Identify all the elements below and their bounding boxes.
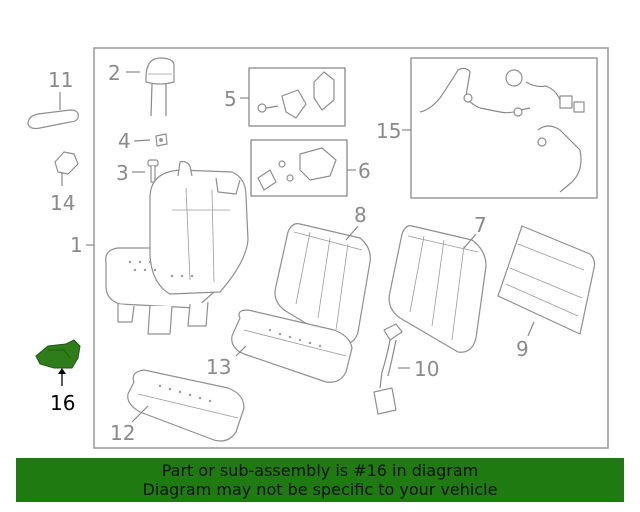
callout-14: 14 <box>50 191 75 215</box>
callout-6: 6 <box>358 159 371 183</box>
callout-10: 10 <box>414 357 439 381</box>
part-14-cap[interactable] <box>54 151 79 175</box>
part-9-back-board[interactable] <box>497 225 596 335</box>
part-2-headrest[interactable] <box>145 57 175 117</box>
leader-7 <box>463 233 477 249</box>
part-7-seatback[interactable] <box>388 225 487 353</box>
part-10-seat-belt[interactable] <box>373 323 403 415</box>
callout-8: 8 <box>354 203 367 227</box>
info-banner: Part or sub-assembly is #16 in diagram D… <box>16 458 624 502</box>
part-6-bracket-set[interactable] <box>257 147 337 191</box>
banner-line-1: Part or sub-assembly is #16 in diagram <box>161 461 479 480</box>
part-4-guide[interactable] <box>155 133 168 147</box>
callout-9: 9 <box>516 337 529 361</box>
part-12-cushion[interactable] <box>127 369 245 442</box>
part-13-cushion[interactable] <box>231 309 353 383</box>
leader-8 <box>345 225 359 241</box>
callout-7: 7 <box>474 213 487 237</box>
part-5-hinge-set[interactable] <box>257 71 335 119</box>
part-3-pin[interactable] <box>147 159 159 183</box>
callout-16: 16 <box>50 391 75 415</box>
inset-box-6 <box>250 139 348 197</box>
part-15-harness[interactable] <box>419 67 585 193</box>
callout-1: 1 <box>70 233 83 257</box>
banner-line-2: Diagram may not be specific to your vehi… <box>142 480 498 499</box>
part-11-cover[interactable] <box>27 109 79 130</box>
callout-12: 12 <box>110 421 135 445</box>
leader-13 <box>235 345 247 357</box>
leader-4 <box>133 139 151 142</box>
arrow-16 <box>58 368 66 374</box>
callout-13: 13 <box>206 355 231 379</box>
part-1-seat-assembly[interactable] <box>105 160 249 335</box>
part-8-seatback[interactable] <box>274 223 371 345</box>
leader-12 <box>131 405 149 423</box>
inset-box-5 <box>248 67 346 127</box>
callout-3: 3 <box>116 161 129 185</box>
callout-15: 15 <box>376 119 401 143</box>
inset-box-15 <box>410 57 598 199</box>
callout-2: 2 <box>108 61 121 85</box>
part-16-highlighted[interactable] <box>35 339 81 369</box>
leader-9 <box>527 321 535 337</box>
callout-4: 4 <box>118 129 131 153</box>
callout-5: 5 <box>224 87 237 111</box>
callout-11: 11 <box>48 68 73 92</box>
